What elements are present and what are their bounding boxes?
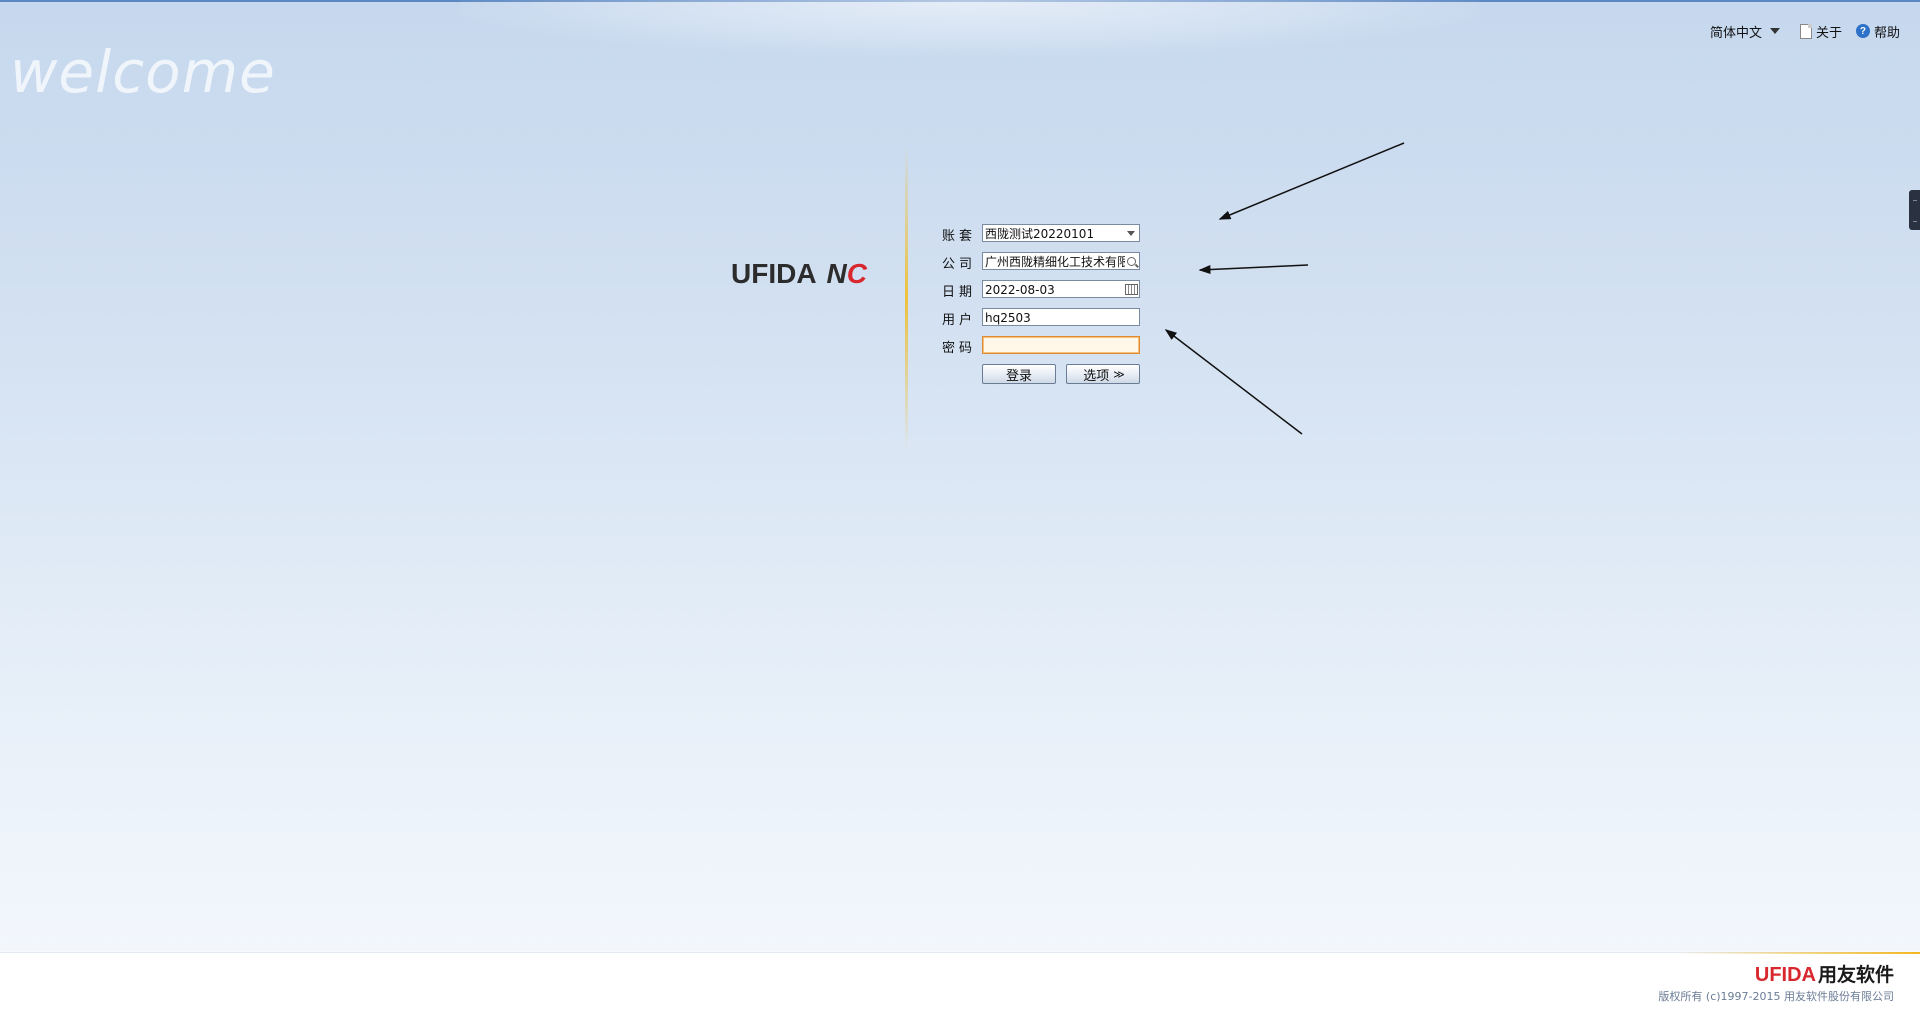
options-button-label: 选项 [1083,368,1110,384]
logo-product-c: C [846,258,868,289]
date-field[interactable]: 2022-08-03 [982,280,1140,298]
password-label: 密码 [942,340,977,356]
help-link[interactable]: ? 帮助 [1855,22,1900,41]
date-value: 2022-08-03 [985,283,1055,297]
calendar-icon[interactable] [1124,282,1138,296]
user-field[interactable]: hq2503 [982,308,1140,326]
footer-accent-bar [1680,952,1920,954]
company-field[interactable]: 广州西陇精细化工技术有限公司 [982,252,1140,270]
dropdown-arrow-icon[interactable] [1124,226,1138,240]
logo-brand: UFIDA [731,258,817,289]
footer-logo: UFIDA 用友软件 [1755,960,1894,987]
chevron-down-icon [1769,28,1780,34]
side-panel-handle[interactable] [1909,190,1920,230]
copyright-text: 版权所有 (c)1997-2015 用友软件股份有限公司 [1658,990,1894,1003]
search-icon[interactable] [1124,254,1138,268]
company-value: 广州西陇精细化工技术有限公司 [985,255,1125,269]
login-button-label: 登录 [1005,368,1032,384]
date-row: 日期 2022-08-03 [942,280,1140,300]
password-field[interactable] [982,336,1140,354]
account-set-select[interactable]: 西陇测试20220101 [982,224,1140,242]
language-label: 简体中文 [1709,25,1762,41]
language-selector[interactable]: 简体中文 [1710,22,1780,41]
password-row: 密码 [942,336,1140,356]
gold-divider [905,145,908,450]
user-value: hq2503 [985,311,1031,325]
footer-brand-cn: 用友软件 [1817,965,1894,986]
button-row: 登录 选项 ≫ [942,364,1142,384]
account-set-row: 账套 西陇测试20220101 [942,224,1140,244]
account-set-value: 西陇测试20220101 [985,227,1095,241]
ufida-nc-logo: UFIDA NC [731,258,867,290]
top-menu: 简体中文 关于 ? 帮助 [1710,22,1900,41]
user-row: 用户 hq2503 [942,308,1140,328]
user-label: 用户 [942,312,977,328]
about-label: 关于 [1815,25,1842,41]
options-button[interactable]: 选项 ≫ [1066,364,1140,384]
login-button[interactable]: 登录 [982,364,1056,384]
help-label: 帮助 [1873,25,1900,41]
date-label: 日期 [942,284,977,300]
annotation-arrow-account [1218,142,1405,220]
annotation-arrow-company [1198,264,1309,275]
logo-product-n: N [826,258,847,289]
welcome-text: welcome [10,38,276,106]
header-glow [460,0,1480,56]
double-chevron-right-icon: ≫ [1113,367,1124,381]
help-icon: ? [1855,24,1870,38]
account-set-label: 账套 [942,228,977,244]
about-link[interactable]: 关于 [1799,22,1842,41]
company-label: 公司 [942,256,977,272]
logo-product: NC [827,258,867,290]
document-icon [1799,23,1812,39]
company-row: 公司 广州西陇精细化工技术有限公司 [942,252,1140,272]
annotation-arrow-password [1164,329,1303,435]
footer [0,952,1920,1016]
footer-brand: UFIDA [1754,964,1816,986]
